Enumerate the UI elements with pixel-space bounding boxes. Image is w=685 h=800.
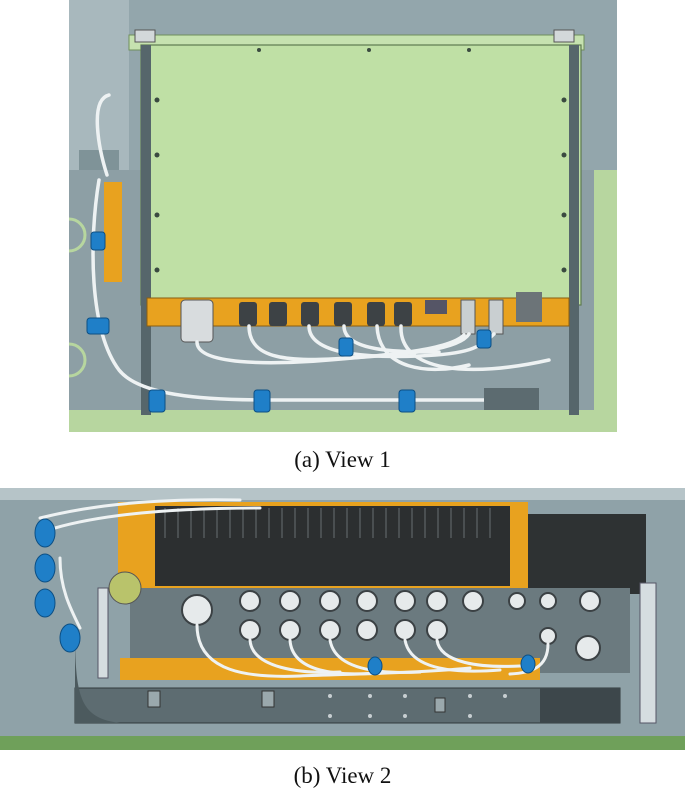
cable-bundle xyxy=(38,498,550,678)
right-side-rail xyxy=(569,45,579,415)
tray-tabs xyxy=(147,690,446,713)
clip-7 xyxy=(90,231,106,251)
board-screws xyxy=(154,48,567,273)
connector-row xyxy=(180,292,542,343)
connector-large xyxy=(181,594,213,626)
view-2-drawing xyxy=(0,488,685,750)
connector-6 xyxy=(394,302,412,326)
clip-3 xyxy=(253,389,271,413)
connector-1 xyxy=(239,302,257,326)
clip-5 xyxy=(338,337,354,357)
panel-view-1 xyxy=(69,0,617,432)
clip-2 xyxy=(148,389,166,413)
tray-holes xyxy=(328,694,507,718)
connector-9 xyxy=(516,292,542,322)
connector-5 xyxy=(367,302,385,326)
connector-3 xyxy=(301,302,319,326)
ring-feature-2 xyxy=(69,342,87,378)
ring-feature-1 xyxy=(69,217,87,253)
right-rail xyxy=(639,582,657,724)
bottom-frame-rail xyxy=(69,410,617,432)
view-1-drawing xyxy=(69,0,617,432)
panel-view-2 xyxy=(0,488,685,750)
clip-6 xyxy=(476,329,492,349)
connector-d-sub xyxy=(425,300,447,314)
heatsink-fins xyxy=(164,508,491,538)
latch-left xyxy=(134,29,156,43)
clip-1 xyxy=(86,317,110,335)
left-orange-bracket xyxy=(104,182,122,282)
left-side-rail xyxy=(141,45,151,415)
latch-right xyxy=(553,29,575,43)
right-frame-rail xyxy=(594,170,617,420)
connector-7 xyxy=(460,299,476,335)
caption-view-1: (a) View 1 xyxy=(294,447,391,472)
heatsink xyxy=(155,506,510,586)
tray-end-block xyxy=(540,688,620,723)
lower-orange-bracket xyxy=(120,658,540,680)
toroid-clips xyxy=(34,518,536,676)
cable-exit-block xyxy=(484,388,539,410)
connector-4 xyxy=(334,302,352,326)
bottom-green-strip xyxy=(0,736,685,750)
clip-4 xyxy=(398,389,416,413)
main-circuit-board xyxy=(140,44,582,306)
caption-view-2: (b) View 2 xyxy=(293,763,392,788)
connector-8 xyxy=(488,299,504,335)
connector-2 xyxy=(269,302,287,326)
left-rail xyxy=(97,587,109,679)
cable-clips xyxy=(86,231,492,413)
round-plate xyxy=(108,571,142,605)
dark-module xyxy=(528,514,646,594)
large-connector xyxy=(180,299,214,343)
